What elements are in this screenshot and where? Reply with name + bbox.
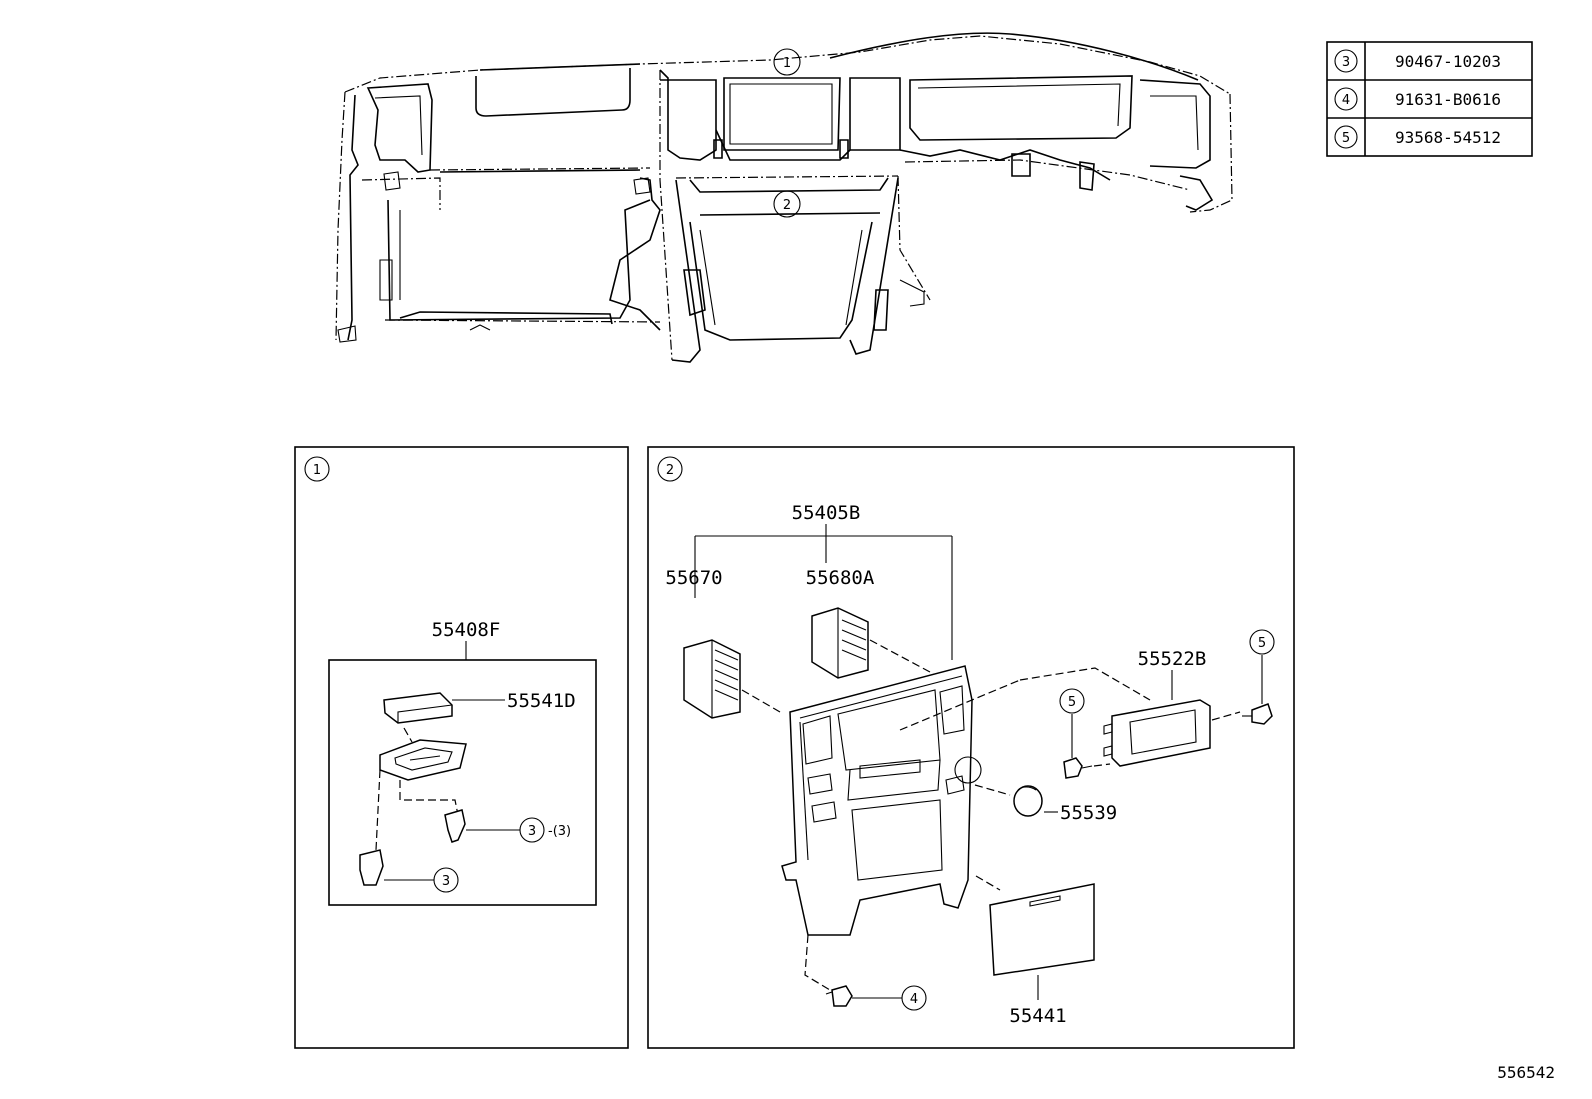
detail-panel-2: 2 55405B 55670 55680A — [647, 446, 1295, 1049]
qty-note: -(3) — [548, 824, 571, 839]
table-row: 4 91631-B0616 — [1334, 87, 1501, 111]
dashboard-illustration — [335, 32, 1233, 363]
callout-5-left: 5 — [1068, 695, 1076, 710]
callout-3-upper: 3 — [528, 824, 536, 839]
table-row: 5 93568-54512 — [1334, 125, 1501, 149]
table-row: 3 90467-10203 — [1334, 49, 1501, 73]
callout-1-top: 1 — [773, 48, 801, 76]
table-part-number: 91631-B0616 — [1395, 90, 1501, 109]
label-55541D: 55541D — [507, 690, 576, 712]
callout-3-lower: 3 — [442, 874, 450, 889]
table-ref: 4 — [1342, 93, 1350, 108]
table-ref: 3 — [1342, 55, 1350, 70]
callout-1-top-number: 1 — [783, 56, 791, 71]
callout-4: 4 — [910, 992, 918, 1007]
label-55539: 55539 — [1060, 802, 1117, 824]
label-55405B: 55405B — [792, 502, 861, 524]
callout-5-right: 5 — [1258, 636, 1266, 651]
callout-2-top-number: 2 — [783, 198, 791, 213]
table-part-number: 90467-10203 — [1395, 52, 1501, 71]
label-55408F: 55408F — [432, 619, 501, 641]
label-55522B: 55522B — [1138, 648, 1207, 670]
callout-2-top: 2 — [773, 190, 801, 218]
label-55670: 55670 — [665, 567, 722, 589]
panel-2-number: 2 — [666, 463, 674, 478]
table-ref: 5 — [1342, 131, 1350, 146]
detail-panel-1: 1 55408F 55541D 3 -(3) 3 — [294, 446, 629, 1049]
part-number-table: 3 90467-10203 4 91631-B0616 5 93568-5451… — [1326, 41, 1533, 157]
panel-1-number: 1 — [313, 463, 321, 478]
label-55441: 55441 — [1009, 1005, 1066, 1027]
label-55680A: 55680A — [806, 567, 875, 589]
figure-id: 556542 — [1497, 1063, 1555, 1082]
table-part-number: 93568-54512 — [1395, 128, 1501, 147]
